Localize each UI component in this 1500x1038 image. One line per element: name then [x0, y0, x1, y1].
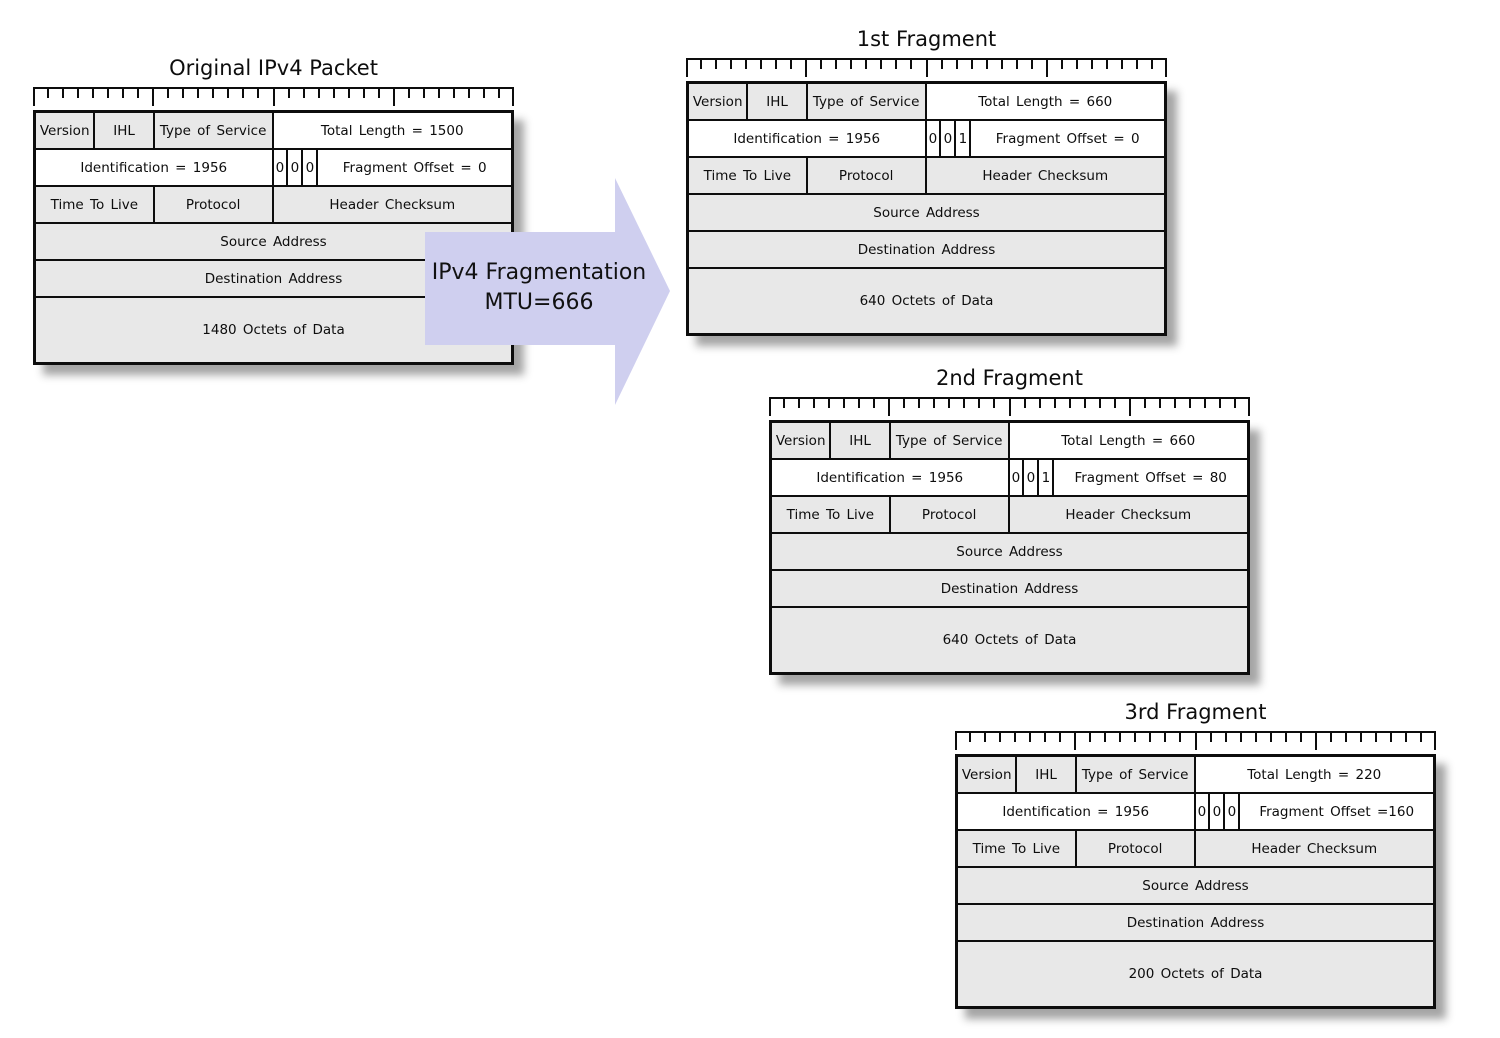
field-header-checksum: Header Checksum	[926, 158, 1164, 193]
field-source-address: Source Address	[689, 195, 1164, 230]
field-source-address: Source Address	[958, 868, 1433, 903]
field-version: Version	[772, 423, 832, 458]
field-ihl: IHL	[748, 84, 808, 119]
field-time-to-live: Time To Live	[958, 831, 1077, 866]
field-protocol: Protocol	[154, 187, 274, 222]
field-protocol: Protocol	[1076, 831, 1196, 866]
flag-df-bit: 0	[941, 121, 957, 156]
flag-reserved-bit: 0	[1195, 794, 1211, 829]
field-fragment-offset: Fragment Offset = 0	[318, 150, 511, 185]
header-row-2: Identification = 1956 0 0 0 Fragment Off…	[958, 794, 1433, 831]
header-row-3: Time To Live Protocol Header Checksum	[772, 497, 1247, 534]
field-protocol: Protocol	[890, 497, 1010, 532]
packet-title: 1st Fragment	[856, 27, 997, 51]
packet-fragment-3: 3rd Fragment Version IHL Type of Service…	[955, 699, 1436, 1009]
field-time-to-live: Time To Live	[36, 187, 155, 222]
field-version: Version	[689, 84, 749, 119]
flag-mf-bit: 1	[956, 121, 972, 156]
ipv4-header-table: Version IHL Type of Service Total Length…	[33, 110, 514, 365]
arrow-label-line1: IPv4 Fragmentation	[431, 260, 647, 285]
field-time-to-live: Time To Live	[689, 158, 808, 193]
field-header-checksum: Header Checksum	[273, 187, 511, 222]
header-row-1: Version IHL Type of Service Total Length…	[36, 113, 511, 150]
field-destination-address: Destination Address	[689, 232, 1164, 267]
ipv4-header-table: Version IHL Type of Service Total Length…	[769, 420, 1250, 675]
field-ihl: IHL	[95, 113, 155, 148]
field-total-length: Total Length = 1500	[273, 113, 511, 148]
header-row-3: Time To Live Protocol Header Checksum	[36, 187, 511, 224]
bit-ruler	[769, 397, 1250, 416]
header-row-1: Version IHL Type of Service Total Length…	[958, 757, 1433, 794]
field-total-length: Total Length = 220	[1195, 757, 1433, 792]
payload-row: 200 Octets of Data	[958, 942, 1433, 1006]
field-payload: 640 Octets of Data	[772, 608, 1247, 672]
fragmentation-arrow-shape	[425, 178, 670, 405]
fragmentation-arrow	[425, 178, 670, 405]
flag-mf-bit: 1	[1039, 460, 1055, 495]
field-fragment-offset: Fragment Offset =160	[1240, 794, 1433, 829]
field-ihl: IHL	[1017, 757, 1077, 792]
field-total-length: Total Length = 660	[1009, 423, 1247, 458]
packet-fragment-1: 1st Fragment Version IHL Type of Service…	[686, 26, 1167, 336]
packet-fragment-2: 2nd Fragment Version IHL Type of Service…	[769, 365, 1250, 675]
field-version: Version	[958, 757, 1018, 792]
flag-df-bit: 0	[1024, 460, 1040, 495]
header-row-5: Destination Address	[958, 905, 1433, 942]
header-row-2: Identification = 1956 0 0 1 Fragment Off…	[689, 121, 1164, 158]
header-row-4: Source Address	[772, 534, 1247, 571]
field-identification: Identification = 1956	[689, 121, 927, 156]
arrow-label-line2: MTU=666	[484, 290, 594, 315]
field-type-of-service: Type of Service	[890, 423, 1010, 458]
header-row-4: Source Address	[958, 868, 1433, 905]
bit-ruler	[686, 58, 1167, 77]
field-identification: Identification = 1956	[958, 794, 1196, 829]
field-time-to-live: Time To Live	[772, 497, 891, 532]
bit-ruler	[33, 87, 514, 106]
field-identification: Identification = 1956	[36, 150, 274, 185]
flag-df-bit: 0	[1210, 794, 1226, 829]
packet-title: 3rd Fragment	[1124, 700, 1267, 724]
field-total-length: Total Length = 660	[926, 84, 1164, 119]
header-row-1: Version IHL Type of Service Total Length…	[772, 423, 1247, 460]
header-row-1: Version IHL Type of Service Total Length…	[689, 84, 1164, 121]
ipv4-header-table: Version IHL Type of Service Total Length…	[955, 754, 1436, 1009]
field-type-of-service: Type of Service	[807, 84, 927, 119]
flag-mf-bit: 0	[1225, 794, 1241, 829]
field-header-checksum: Header Checksum	[1195, 831, 1433, 866]
field-identification: Identification = 1956	[772, 460, 1010, 495]
field-payload: 640 Octets of Data	[689, 269, 1164, 333]
flag-mf-bit: 0	[303, 150, 319, 185]
ipv4-header-table: Version IHL Type of Service Total Length…	[686, 81, 1167, 336]
field-destination-address: Destination Address	[772, 571, 1247, 606]
flag-reserved-bit: 0	[1009, 460, 1025, 495]
field-version: Version	[36, 113, 96, 148]
field-type-of-service: Type of Service	[154, 113, 274, 148]
packet-title: 2nd Fragment	[936, 366, 1083, 390]
payload-row: 640 Octets of Data	[689, 269, 1164, 333]
field-source-address: Source Address	[772, 534, 1247, 569]
field-header-checksum: Header Checksum	[1009, 497, 1247, 532]
packet-title: Original IPv4 Packet	[169, 56, 378, 80]
field-payload: 200 Octets of Data	[958, 942, 1433, 1006]
header-row-2: Identification = 1956 0 0 1 Fragment Off…	[772, 460, 1247, 497]
header-row-5: Destination Address	[689, 232, 1164, 269]
fragmentation-arrow-label: IPv4 Fragmentation MTU=666	[425, 240, 653, 336]
header-row-3: Time To Live Protocol Header Checksum	[689, 158, 1164, 195]
field-fragment-offset: Fragment Offset = 0	[971, 121, 1164, 156]
field-protocol: Protocol	[807, 158, 927, 193]
packet-original: Original IPv4 Packet Version IHL Type of…	[33, 55, 514, 365]
flag-df-bit: 0	[288, 150, 304, 185]
header-row-2: Identification = 1956 0 0 0 Fragment Off…	[36, 150, 511, 187]
field-fragment-offset: Fragment Offset = 80	[1054, 460, 1247, 495]
header-row-4: Source Address	[689, 195, 1164, 232]
header-row-3: Time To Live Protocol Header Checksum	[958, 831, 1433, 868]
payload-row: 640 Octets of Data	[772, 608, 1247, 672]
header-row-5: Destination Address	[772, 571, 1247, 608]
flag-reserved-bit: 0	[926, 121, 942, 156]
field-destination-address: Destination Address	[958, 905, 1433, 940]
field-type-of-service: Type of Service	[1076, 757, 1196, 792]
bit-ruler	[955, 731, 1436, 750]
field-ihl: IHL	[831, 423, 891, 458]
flag-reserved-bit: 0	[273, 150, 289, 185]
